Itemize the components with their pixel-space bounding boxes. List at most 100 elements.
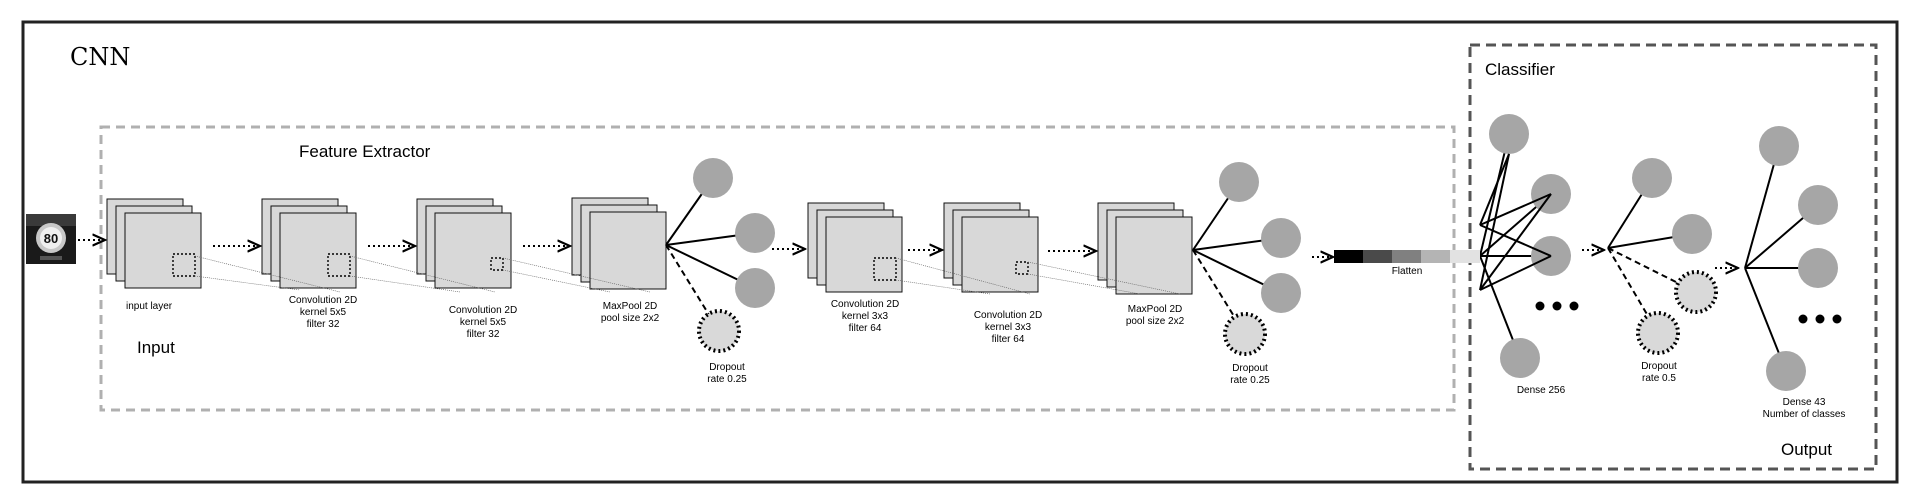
pool2-stack [1097,202,1193,295]
connection [1479,224,1552,257]
feature-extractor-label: Feature Extractor [299,142,431,161]
neuron [1798,248,1838,288]
feature-map [589,211,667,290]
kernel-projection [349,255,496,293]
kernel-window [327,253,351,277]
layer-stacks [106,197,1193,295]
input-image-sky [26,214,76,226]
sign-plate [40,256,62,260]
conv4-stack [943,202,1039,293]
conv1-stack [261,198,357,289]
conv2-caption-line-3: filter 32 [467,329,500,340]
connection [1479,153,1510,226]
ellipsis-dot [1815,314,1825,324]
kernel-projection [194,255,341,293]
conv1-caption-line-2: kernel 5x5 [300,307,347,318]
diagram-title: CNN [70,43,130,71]
feature-map [1115,216,1193,295]
kernel-projection [194,275,301,291]
input-layer-stack [106,198,202,289]
classifier-label: Classifier [1485,60,1555,79]
kernel-window [490,257,504,271]
neuron [1672,214,1712,254]
kernel-window [172,253,196,277]
dense1-caption-line-1: Dense 256 [1517,385,1566,396]
kernel-projection [1027,273,1141,295]
flatten-bar [1334,250,1480,263]
pool1-stack [571,197,667,290]
conv2-stack [416,198,512,289]
pool2-caption-line-2: pool size 2x2 [1126,316,1185,327]
drop3-caption-line-1: Dropout [1641,361,1677,372]
dense256-network [1479,114,1571,378]
dropout-neuron [697,309,741,353]
dropout1-network [665,158,775,353]
flatten-segment-2 [1363,250,1392,263]
speed-sign-text: 80 [44,231,58,246]
ellipsis-dot [1798,314,1808,324]
dense2-caption-line-2: Number of classes [1763,409,1846,420]
conv4-caption-line-2: kernel 3x3 [985,322,1032,333]
ellipsis-dot [1535,301,1545,311]
dropout-neuron [1674,270,1718,314]
conv3-stack [807,202,903,293]
feature-map [825,216,903,293]
flatten-segment-fade [1450,250,1480,263]
input-layer-caption-line-1: input layer [126,301,173,312]
flatten-caption-line-1: Flatten [1392,266,1423,277]
neuron [735,213,775,253]
conv4-caption-line-1: Convolution 2D [974,310,1042,321]
kernel-window [873,257,897,281]
flatten-segment-3 [1392,250,1421,263]
connection [1479,193,1552,226]
drop1-caption-line-2: rate 0.25 [707,374,747,385]
pool2-caption-line-1: MaxPool 2D [1128,304,1182,315]
drop1-caption-line-1: Dropout [709,362,745,373]
conv3-caption-line-1: Convolution 2D [831,299,899,310]
neuron [693,158,733,198]
neuron [1766,351,1806,391]
conv3-caption-line-2: kernel 3x3 [842,311,889,322]
neuron [1489,114,1529,154]
output-section-label: Output [1781,440,1832,459]
neuron [1219,162,1259,202]
feature-map [961,216,1039,293]
connection [1744,145,1780,269]
flatten-segment-4 [1421,250,1450,263]
conv1-caption-line-1: Convolution 2D [289,295,357,306]
feature-extractor-box [99,125,1456,412]
neuron [1261,218,1301,258]
pool1-caption-line-2: pool size 2x2 [601,313,660,324]
dense43-network [1744,126,1838,391]
input-section-label: Input [137,338,175,357]
dropout3-network [1607,158,1718,355]
ellipsis-dot [1552,301,1562,311]
conv2-caption-line-1: Convolution 2D [449,305,517,316]
neuron [1261,273,1301,313]
conv4-caption-line-3: filter 64 [992,334,1025,345]
connection [1479,153,1510,291]
dense256-fan [1479,153,1552,291]
flatten-segment-1 [1334,250,1363,263]
conv3-caption-line-3: filter 64 [849,323,882,334]
feature-map [124,212,202,289]
dense2-caption-line-1: Dense 43 [1783,397,1826,408]
connection [1479,133,1510,257]
ellipsis-dot [1832,314,1842,324]
kernel-projection [349,275,461,293]
dropout2-network [1192,162,1301,356]
connection [1479,255,1552,291]
neuron [1798,185,1838,225]
pool1-caption-line-1: MaxPool 2D [603,301,657,312]
neuron-networks [665,114,1842,391]
neuron [1759,126,1799,166]
neuron [1500,338,1540,378]
ellipsis-dot [1569,301,1579,311]
input-image: 80 [26,214,76,264]
drop3-caption-line-2: rate 0.5 [1642,373,1676,384]
neuron [1632,158,1672,198]
neuron [735,268,775,308]
